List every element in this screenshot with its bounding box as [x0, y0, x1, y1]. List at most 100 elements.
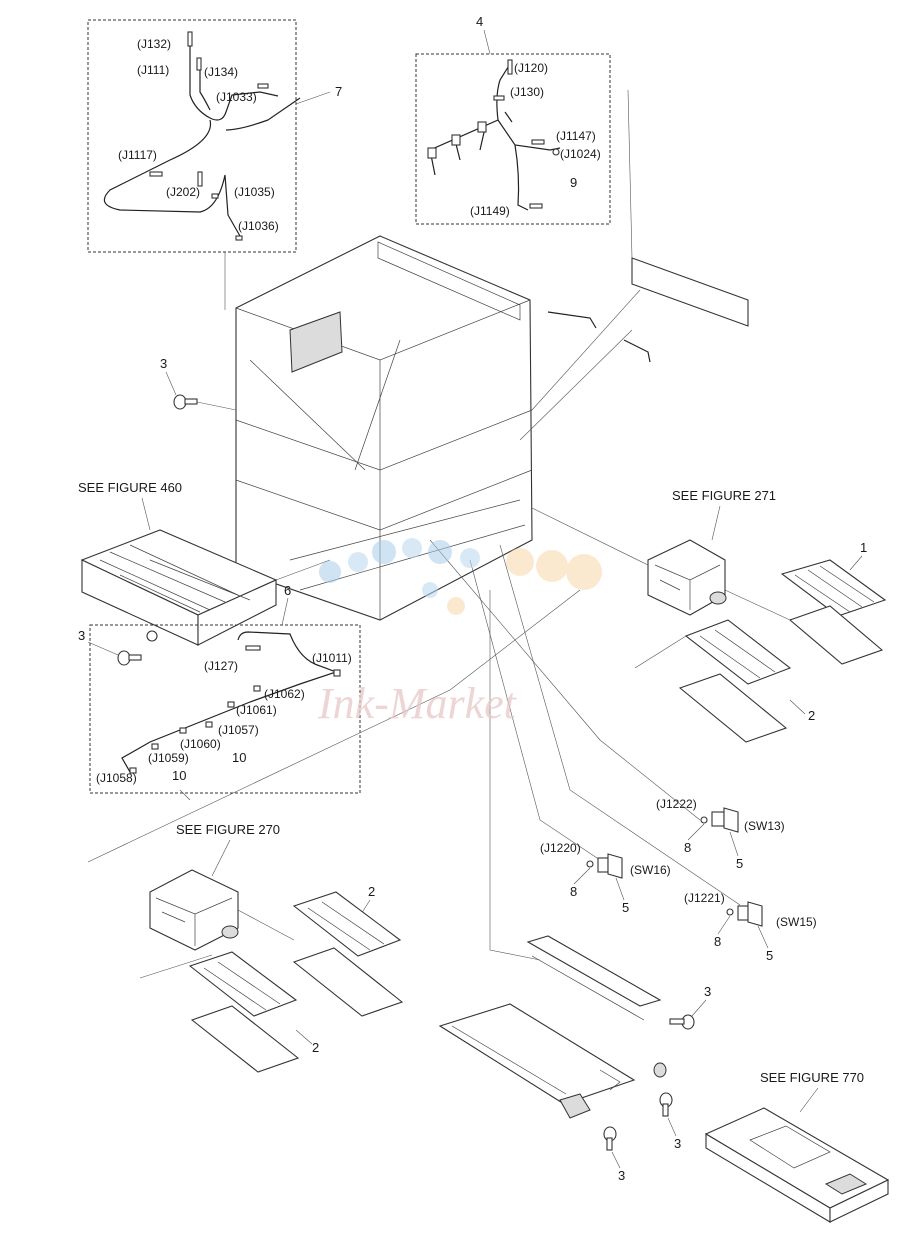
screw-8-sw13	[711, 811, 725, 827]
label-j120: (J120)	[514, 61, 548, 75]
leader-2r-to-drive	[634, 635, 687, 669]
watermark-text: Ink-Market	[317, 679, 518, 728]
connector-j1058-shape	[129, 767, 137, 774]
cover-770-side	[829, 1179, 889, 1223]
leader-2-right	[789, 699, 806, 715]
connector-j1060-shape	[179, 727, 187, 734]
cover-1-base	[788, 605, 884, 665]
callout-7: 7	[335, 84, 342, 99]
leader-right-a	[519, 329, 633, 441]
switch-sw15-group: (J1221) (SW15) 8 5	[684, 891, 817, 963]
screw-head-left	[117, 650, 131, 666]
callout-3-left: 3	[78, 628, 85, 643]
watermark-dot-3	[372, 540, 396, 564]
watermark-dot-6	[460, 548, 480, 568]
leader-bracket	[627, 89, 633, 259]
drive-unit-270-body	[149, 869, 239, 951]
leader-3-left	[87, 641, 119, 656]
guide-2r-upper-detail	[699, 629, 776, 679]
leader-8-sw13	[687, 823, 705, 841]
leader-scanner-to-frame	[275, 559, 331, 581]
connector-b-shape	[451, 134, 461, 146]
label-j132: (J132)	[137, 37, 171, 51]
harness-group-4: 4 (J120) (J130) (J1147) (J1024) 9 (J1149…	[415, 14, 611, 225]
connector-j1221-shape	[726, 908, 734, 916]
screw-shaft-upper	[184, 398, 198, 405]
leader-270-to-lower	[139, 954, 213, 979]
label-j202: (J202)	[166, 185, 200, 199]
screw-8-sw15	[737, 905, 749, 921]
connector-j1059-shape	[151, 743, 159, 750]
drive-unit-271-body	[647, 539, 726, 616]
figure-270-assembly: SEE FIGURE 270	[139, 822, 295, 979]
screw-8-sw16	[597, 857, 609, 873]
callout-2-right: 2	[808, 708, 815, 723]
drive-unit-271-gear	[709, 591, 727, 605]
leader-fig270	[211, 839, 231, 877]
leader-bottom-tray	[489, 590, 541, 961]
leader-sw16	[469, 559, 601, 861]
watermark-dot-5	[428, 540, 452, 564]
connector-j1222-shape	[700, 816, 708, 824]
connector-j1011-shape	[333, 669, 341, 677]
harness-4-wire-b	[497, 119, 561, 151]
leader-2-lower	[295, 1029, 313, 1045]
screw-3-tray-left: 3	[603, 1126, 625, 1183]
callout-10-upper: 10	[232, 750, 246, 765]
connector-j134-shape	[196, 57, 202, 71]
ref-figure-271: SEE FIGURE 271	[672, 488, 776, 503]
callout-2-lower: 2	[312, 1040, 319, 1055]
callout-1: 1	[860, 540, 867, 555]
connector-j1062-shape	[253, 685, 261, 692]
harness-4-dashed-box	[415, 53, 611, 225]
leader-sw13	[429, 539, 701, 821]
cover-770-module	[824, 1173, 868, 1195]
main-frame-low-rail	[235, 469, 533, 531]
callout-4: 4	[476, 14, 483, 29]
label-sw16: (SW16)	[630, 863, 671, 877]
drive-unit-270-gear	[221, 925, 239, 939]
label-j1035: (J1035)	[234, 185, 275, 199]
connector-j130-shape	[493, 95, 505, 101]
guide-2l-upper-detail	[203, 961, 281, 1011]
guide-part-2-lower: 2	[188, 951, 319, 1073]
callout-5-sw16: 5	[622, 900, 629, 915]
tray-roller	[653, 1062, 667, 1078]
connector-j1149-shape	[529, 203, 543, 209]
leader-3-tray-middle	[667, 1117, 677, 1137]
figure-460-assembly: SEE FIGURE 460	[78, 480, 331, 646]
leader-5-sw13	[729, 831, 739, 857]
harness-7-wire-d	[225, 97, 301, 131]
watermark-dot-7	[506, 548, 534, 576]
leader-3-upper	[165, 371, 177, 396]
guide-2m-upper	[292, 891, 402, 957]
harness-7-wire-b	[199, 60, 211, 111]
label-j134: (J134)	[204, 65, 238, 79]
label-j1058: (J1058)	[96, 771, 137, 785]
connector-j1033-shape	[257, 83, 269, 89]
callout-3-tray-right: 3	[704, 984, 711, 999]
screw-head-upper	[173, 394, 187, 410]
watermark-dot-10	[422, 582, 438, 598]
connector-j1035-shape	[211, 193, 219, 199]
label-sw15: (SW15)	[776, 915, 817, 929]
small-wire-a	[547, 311, 597, 329]
cover-770-recess	[749, 1125, 831, 1169]
label-j1036: (J1036)	[238, 219, 279, 233]
leader-3-tray-right	[691, 999, 707, 1017]
watermark-dot-1	[319, 561, 341, 583]
callout-5-sw15: 5	[766, 948, 773, 963]
guide-2l-upper	[188, 951, 298, 1017]
leader-3-tray-left	[611, 1151, 621, 1169]
callout-6: 6	[284, 583, 291, 598]
label-j1011: (J1011)	[312, 651, 352, 665]
screw-shaft-tray-middle	[662, 1103, 669, 1117]
label-sw13: (SW13)	[744, 819, 785, 833]
leader-1-to-drive	[724, 589, 791, 621]
connector-j1061-shape	[227, 701, 235, 708]
leader-7	[295, 91, 331, 105]
guide-part-2-middle: 2	[292, 884, 404, 1017]
tray-plate-detail	[451, 1025, 621, 1095]
leader-1	[849, 555, 863, 571]
